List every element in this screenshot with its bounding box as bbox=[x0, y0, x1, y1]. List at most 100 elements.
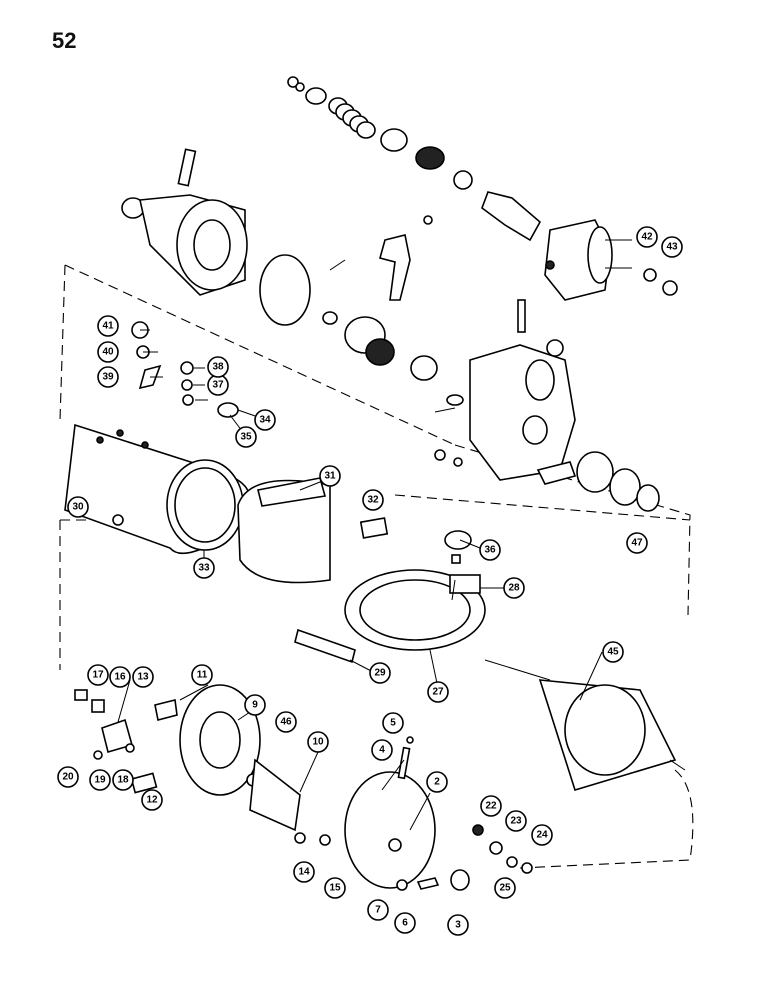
callout-label: 39 bbox=[102, 372, 114, 383]
shift-lever bbox=[379, 234, 411, 301]
callout-label: 13 bbox=[137, 672, 149, 683]
callout-11: 11 bbox=[191, 664, 213, 686]
callout-label: 20 bbox=[62, 772, 74, 783]
callout-42: 42 bbox=[636, 226, 658, 248]
housing-lockwasher bbox=[453, 457, 463, 467]
callout-label: 38 bbox=[212, 362, 224, 373]
callout-14: 14 bbox=[293, 861, 315, 883]
callout-32: 32 bbox=[362, 489, 384, 511]
screw-15 bbox=[319, 834, 331, 846]
solenoid bbox=[544, 219, 632, 301]
drive-pinion bbox=[322, 311, 438, 381]
callout-5: 5 bbox=[382, 712, 404, 734]
callout-label: 14 bbox=[298, 867, 310, 878]
rear-bushing bbox=[450, 869, 470, 891]
bushings bbox=[536, 451, 660, 512]
callout-28: 28 bbox=[503, 577, 525, 599]
brush-holder-parts bbox=[444, 530, 472, 564]
upper-group-boundary bbox=[59, 264, 691, 616]
callout-40: 40 bbox=[97, 341, 119, 363]
callout-33: 33 bbox=[193, 557, 215, 579]
callout-label: 17 bbox=[92, 670, 104, 681]
terminal-washer-inner bbox=[181, 379, 193, 391]
terminal-bushing bbox=[217, 402, 239, 418]
callout-19: 19 bbox=[89, 769, 111, 791]
housing-gasket bbox=[259, 254, 311, 326]
housing-screw bbox=[434, 449, 446, 461]
callout-12: 12 bbox=[141, 789, 163, 811]
callout-37: 37 bbox=[207, 374, 229, 396]
callout-41: 41 bbox=[97, 315, 119, 337]
insulator-pad bbox=[359, 517, 389, 539]
intermediate-housing bbox=[434, 299, 576, 481]
callout-30: 30 bbox=[67, 496, 89, 518]
callout-46: 46 bbox=[275, 711, 297, 733]
callout-label: 10 bbox=[312, 737, 324, 748]
callout-label: 23 bbox=[510, 816, 522, 827]
callout-label: 11 bbox=[197, 670, 208, 681]
callout-label: 32 bbox=[367, 495, 379, 506]
callout-16: 16 bbox=[109, 666, 131, 688]
callout-label: 12 bbox=[146, 795, 158, 806]
callout-13: 13 bbox=[132, 666, 154, 688]
callout-label: 41 bbox=[102, 321, 114, 332]
callout-47: 47 bbox=[626, 532, 648, 554]
callout-label: 30 bbox=[72, 502, 84, 513]
armature bbox=[484, 659, 686, 791]
callout-45: 45 bbox=[602, 641, 624, 663]
callout-18: 18 bbox=[112, 769, 134, 791]
shift-pin bbox=[329, 259, 346, 271]
callout-20: 20 bbox=[57, 766, 79, 788]
pole-shoe bbox=[294, 628, 356, 664]
callout-9: 9 bbox=[244, 694, 266, 716]
callout-label: 27 bbox=[432, 687, 444, 698]
callout-label: 43 bbox=[666, 242, 678, 253]
terminal-nut-inner bbox=[180, 361, 194, 375]
armature-boundary bbox=[519, 769, 694, 869]
callout-label: 45 bbox=[607, 647, 619, 658]
callout-label: 46 bbox=[280, 717, 292, 728]
screw-14 bbox=[294, 832, 306, 844]
commutator-end-frame bbox=[179, 684, 261, 796]
callout-10: 10 bbox=[307, 731, 329, 753]
callout-17: 17 bbox=[87, 664, 109, 686]
rear-nut-stack bbox=[472, 824, 533, 874]
callout-39: 39 bbox=[97, 366, 119, 388]
callout-6: 6 bbox=[394, 912, 416, 934]
callout-label: 3 bbox=[455, 920, 461, 931]
terminal-insulator-inner bbox=[182, 394, 194, 406]
callout-label: 24 bbox=[536, 830, 548, 841]
drive-spring-stack bbox=[287, 76, 542, 242]
frame-screw bbox=[112, 514, 124, 526]
page-number: 52 bbox=[52, 28, 77, 53]
callout-27: 27 bbox=[427, 681, 449, 703]
callout-label: 9 bbox=[252, 700, 258, 711]
callout-38: 38 bbox=[207, 356, 229, 378]
terminal-stud bbox=[154, 699, 178, 721]
callout-label: 42 bbox=[641, 232, 653, 243]
callout-label: 28 bbox=[508, 583, 520, 594]
callout-4: 4 bbox=[371, 739, 393, 761]
callout-label: 34 bbox=[259, 415, 271, 426]
field-insulator bbox=[237, 479, 331, 584]
insulator-strip bbox=[257, 477, 327, 507]
callout-label: 5 bbox=[390, 718, 396, 729]
rear-end-plate bbox=[344, 771, 436, 889]
callout-label: 37 bbox=[212, 380, 224, 391]
rear-pin-clip bbox=[406, 736, 414, 744]
callout-25: 25 bbox=[494, 877, 516, 899]
solenoid-washer bbox=[643, 268, 657, 282]
callout-29: 29 bbox=[369, 662, 391, 684]
callout-label: 25 bbox=[499, 883, 511, 894]
callout-label: 47 bbox=[631, 538, 643, 549]
callout-22: 22 bbox=[480, 795, 502, 817]
callout-24: 24 bbox=[531, 824, 553, 846]
callout-7: 7 bbox=[367, 899, 389, 921]
callout-label: 6 bbox=[402, 918, 408, 929]
callout-31: 31 bbox=[319, 465, 341, 487]
brush-plate bbox=[249, 758, 301, 832]
callout-label: 31 bbox=[324, 471, 336, 482]
brush-assembly bbox=[74, 689, 158, 794]
callout-label: 29 bbox=[374, 668, 386, 679]
callout-label: 16 bbox=[114, 672, 126, 683]
